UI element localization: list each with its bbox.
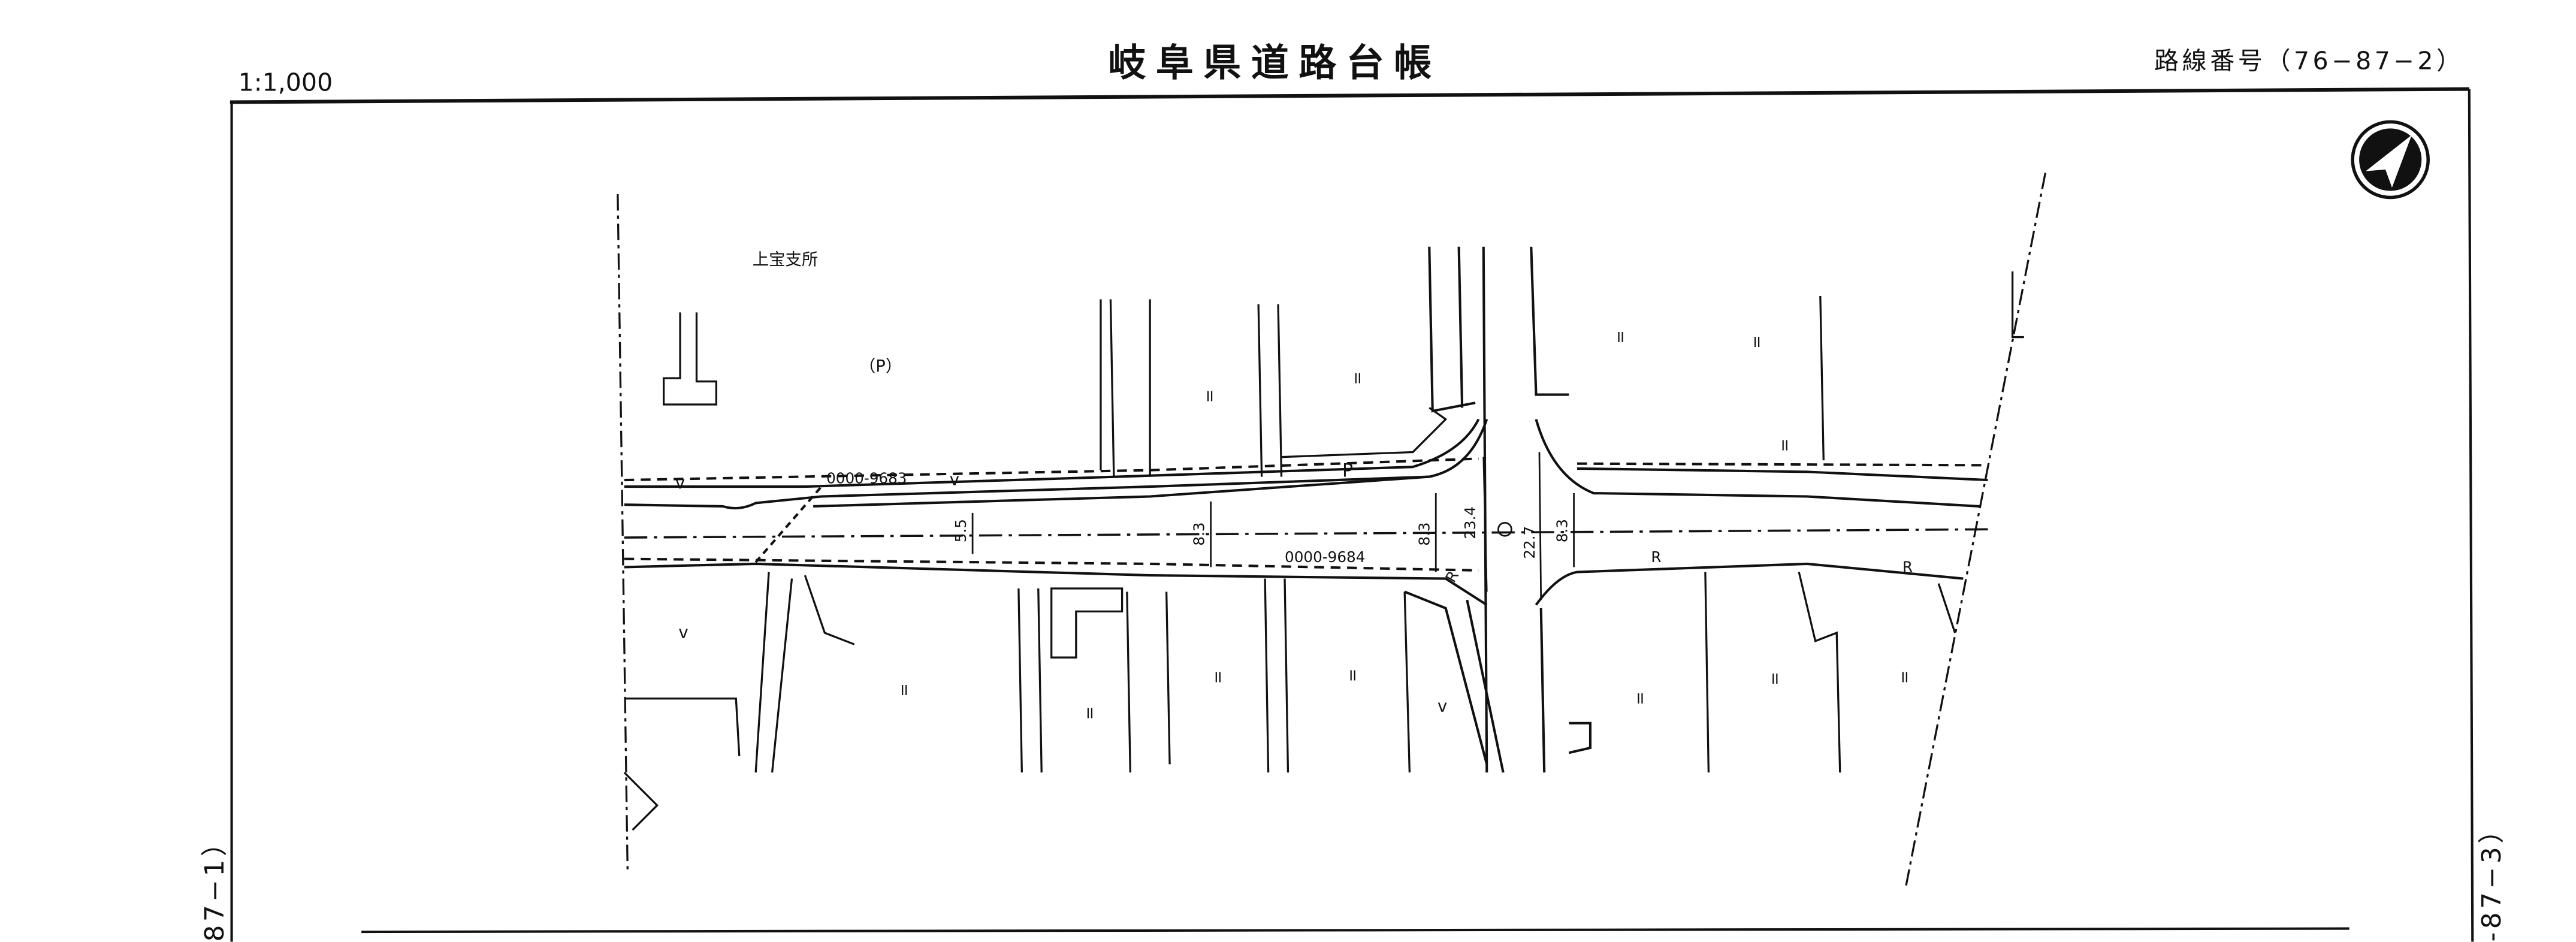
width-label: 5.5: [952, 519, 970, 542]
svg-text:॥: ॥: [1769, 669, 1779, 688]
svg-text:॥: ॥: [1615, 328, 1624, 346]
match-line-left: [617, 194, 629, 871]
svg-text:॥: ॥: [1899, 668, 1908, 686]
frame-right: [2468, 89, 2474, 942]
tree-marks: v v v v: [675, 470, 1447, 715]
svg-text:R: R: [1651, 548, 1661, 566]
svg-text:v: v: [950, 470, 959, 489]
road-centerline: [624, 528, 1988, 539]
frame-bottom: [361, 927, 2349, 934]
svg-text:R: R: [1902, 558, 1913, 576]
svg-text:॥: ॥: [1085, 704, 1094, 723]
north-arrow-icon: [2351, 120, 2430, 200]
svg-text:v: v: [675, 474, 685, 493]
svg-text:॥: ॥: [1751, 333, 1761, 351]
svg-text:॥: ॥: [1212, 668, 1222, 686]
parking-area-label: （P）: [859, 357, 902, 376]
parcel-lines: [623, 271, 2024, 831]
code-south: 0000-9684: [1285, 548, 1365, 566]
cross-road: [1404, 246, 1592, 773]
sheet-title: 岐阜県道路台帳: [1108, 41, 1441, 85]
svg-text:v: v: [678, 623, 688, 642]
facility-label: 上宝支所: [753, 250, 819, 269]
svg-text:॥: ॥: [1347, 666, 1357, 685]
width-label: 8.3: [1554, 519, 1571, 542]
width-label: 8.3: [1191, 523, 1208, 546]
svg-text:॥: ॥: [1352, 369, 1361, 387]
svg-text:॥: ॥: [899, 681, 908, 699]
svg-text:॥: ॥: [1779, 436, 1789, 455]
width-label: 23.4: [1461, 506, 1479, 539]
adjacent-sheet-left: 87−1）: [200, 827, 230, 942]
svg-text:v: v: [1438, 698, 1447, 716]
adjacent-sheet-right: -87−3）: [2477, 814, 2507, 941]
frame-top: [229, 87, 2469, 104]
width-label: 8.3: [1415, 523, 1433, 546]
parking-mark: P: [1342, 461, 1353, 482]
svg-text:॥: ॥: [1635, 689, 1644, 708]
code-north: 0000-9683: [826, 470, 907, 487]
svg-text:R: R: [1442, 567, 1462, 585]
landuse-marks: ॥ ॥ ॥ ॥ ॥ ॥ ॥ ॥ ॥ ॥ ॥ ॥: [899, 328, 1909, 723]
route-number: 路線番号（76−87−2）: [2154, 47, 2465, 76]
svg-text:॥: ॥: [1204, 387, 1214, 405]
scale-label: 1:1,000: [238, 68, 333, 96]
width-label: 22.7: [1521, 526, 1538, 559]
width-dimensions: 5.5 8.3 8.3 23.4 22.7 8.3: [952, 452, 1575, 600]
